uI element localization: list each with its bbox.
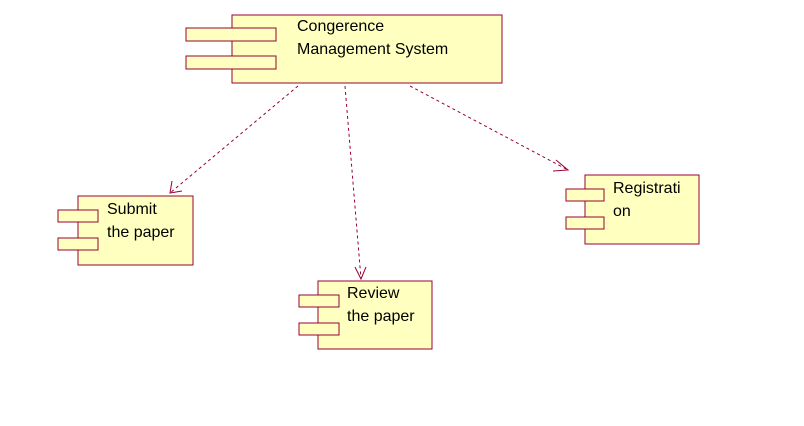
label-review-line1: Review (347, 285, 400, 302)
dependency-to-review-the-paper (344, 85, 367, 281)
dependency-line (409, 85, 569, 171)
component-port-top (185, 27, 277, 42)
dependency-to-submit-the-paper (169, 85, 299, 194)
label-review-line2: the paper (347, 308, 415, 325)
component-review-the-paper[interactable] (298, 280, 433, 350)
label-registration-line2: on (613, 203, 631, 220)
component-port-top (565, 188, 605, 202)
label-registration-line1: Registrati (613, 180, 681, 197)
component-port-bottom (298, 322, 340, 336)
component-body (231, 14, 503, 84)
component-body (77, 195, 194, 266)
dependency-to-registration (409, 85, 570, 172)
dependency-line (169, 85, 299, 194)
arrowhead-icon (354, 266, 367, 281)
component-body (584, 174, 700, 245)
label-submit-line1: Submit (107, 201, 157, 218)
component-port-bottom (57, 237, 99, 251)
component-body (317, 280, 433, 350)
component-port-bottom (185, 55, 277, 70)
label-main-line1: Congerence (297, 18, 385, 35)
component-registration[interactable] (565, 174, 700, 245)
label-submit-line2: the paper (107, 224, 175, 241)
component-port-top (298, 294, 340, 308)
arrowhead-icon (169, 180, 183, 194)
arrowhead-icon (552, 159, 570, 172)
component-congerence-management-system[interactable] (185, 14, 503, 84)
label-main-line2: Management System (297, 41, 449, 58)
component-port-bottom (565, 216, 605, 230)
dependency-line (344, 85, 362, 280)
component-port-top (57, 209, 99, 223)
component-submit-the-paper[interactable] (57, 195, 194, 266)
